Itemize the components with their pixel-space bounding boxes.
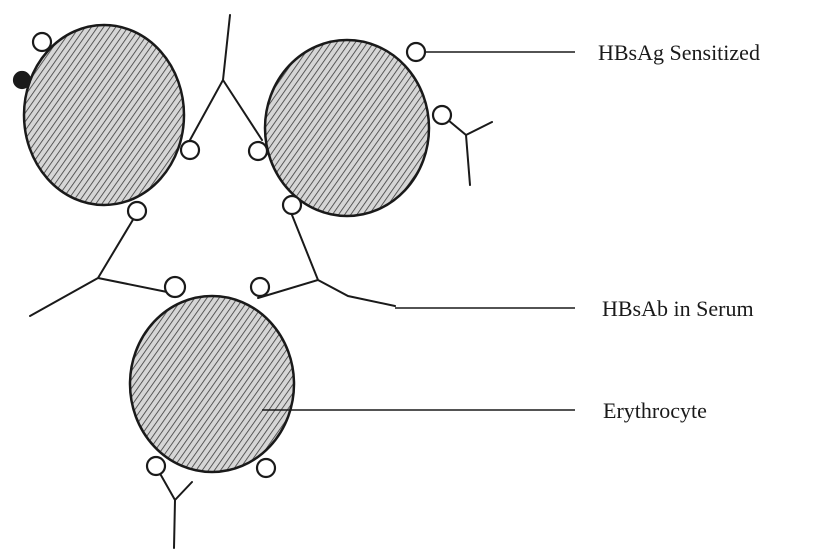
erythrocyte-cell-bottom (130, 296, 294, 472)
antigen-circle (257, 459, 275, 477)
antibody-left-bridge (30, 218, 172, 316)
antibody-right-bridge (258, 215, 395, 306)
antigen-circle (283, 196, 301, 214)
antigen-circle (128, 202, 146, 220)
antibody-bottom (158, 470, 192, 548)
antigen-circle (181, 141, 199, 159)
antigen-circle (407, 43, 425, 61)
antigen-circle (251, 278, 269, 296)
label-erythrocyte: Erythrocyte (603, 398, 707, 423)
antigen-circle (433, 106, 451, 124)
label-hbsag-sensitized: HBsAg Sensitized (598, 40, 760, 65)
antibody-top-right (448, 120, 492, 185)
erythrocyte-cell-top-left (24, 25, 184, 205)
antigen-circle (147, 457, 165, 475)
antigen-circle (33, 33, 51, 51)
erythrocyte-cell-top-right (265, 40, 429, 216)
antibody-top-center (190, 15, 262, 140)
antigen-circle (165, 277, 185, 297)
antigen-circle (14, 72, 30, 88)
label-hbsab-in-serum: HBsAb in Serum (602, 296, 754, 321)
antigen-circle (249, 142, 267, 160)
